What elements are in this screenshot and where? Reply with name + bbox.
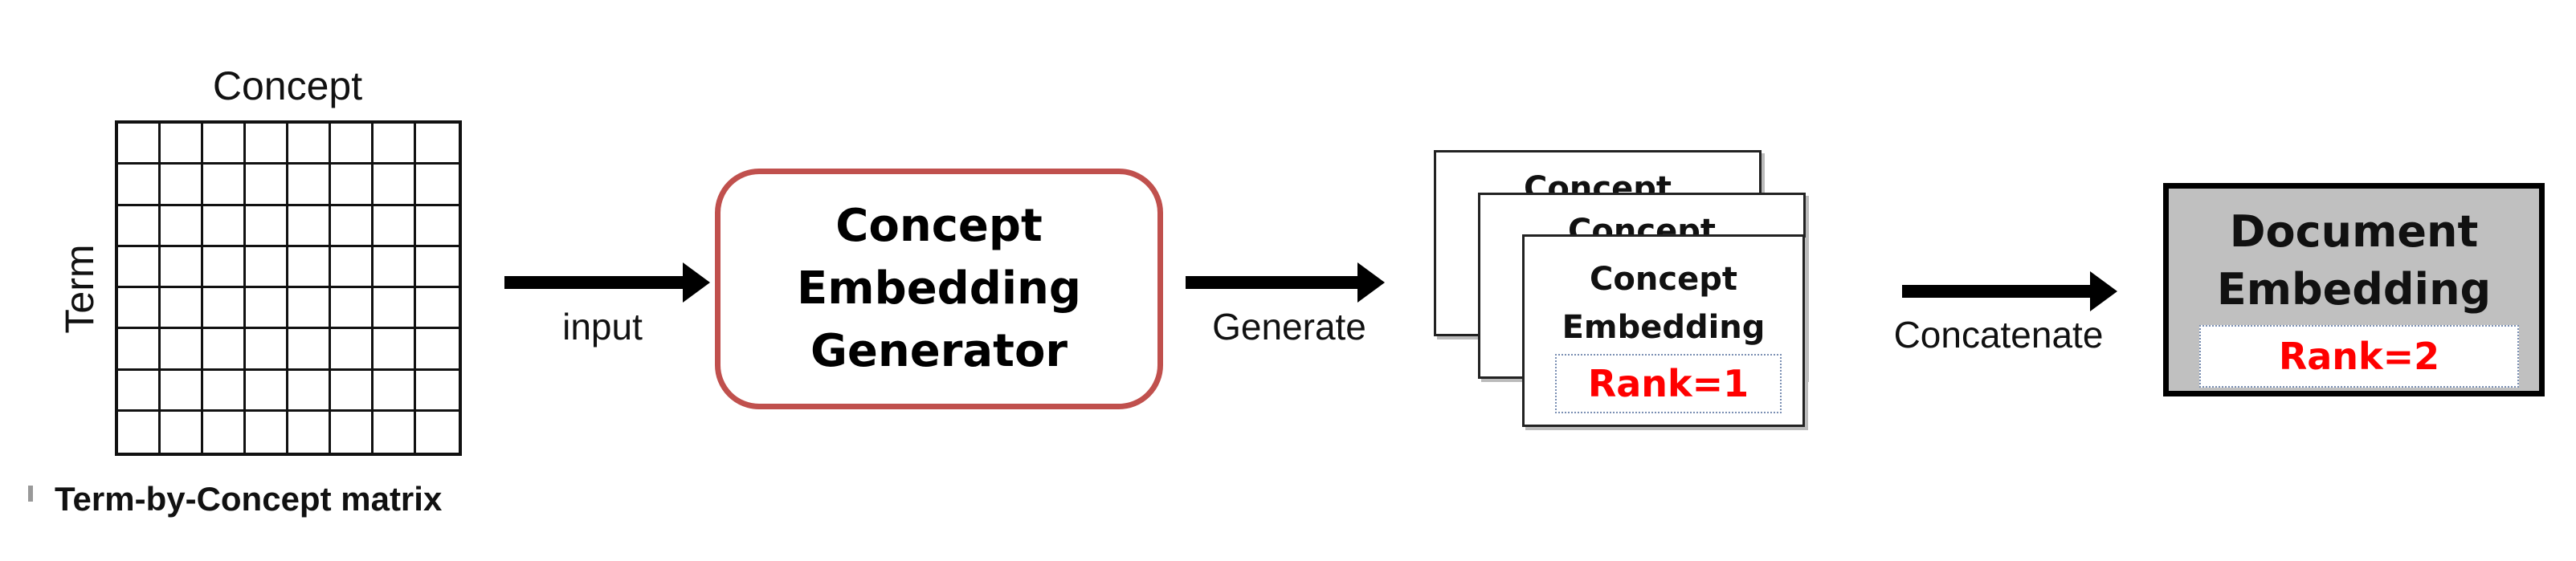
matrix-cell: [203, 329, 246, 371]
matrix-cell: [118, 165, 161, 206]
matrix-cell: [246, 246, 288, 288]
matrix-cell: [331, 370, 374, 412]
matrix-cell: [161, 329, 203, 371]
matrix-cell: [118, 288, 161, 330]
concept-embedding-title-2: Embedding: [1562, 309, 1766, 346]
document-embedding-box: Document Embedding Rank=2: [2163, 183, 2545, 396]
concept-embedding-title-1: Concept: [1590, 261, 1737, 298]
matrix-cell: [374, 370, 416, 412]
matrix-cell: [288, 411, 331, 453]
matrix-cell: [203, 205, 246, 247]
matrix-cell: [416, 329, 459, 371]
matrix-cell: [246, 411, 288, 453]
rank-2-label: Rank=2: [2199, 325, 2519, 388]
concatenate-label: Concatenate: [1893, 314, 2104, 356]
matrix-cell: [203, 124, 246, 165]
matrix-cell: [161, 246, 203, 288]
matrix-cell: [203, 246, 246, 288]
matrix-cell: [416, 288, 459, 330]
matrix-cell: [416, 206, 459, 247]
generator-line-1: Concept: [835, 200, 1043, 252]
matrix-cell: [416, 247, 459, 288]
matrix-cell: [203, 288, 246, 330]
matrix-cell: [118, 246, 161, 288]
matrix-cell: [118, 370, 161, 412]
matrix-cell: [246, 165, 288, 206]
matrix-cell: [416, 371, 459, 412]
matrix-cell: [288, 124, 331, 165]
matrix-cell: [246, 124, 288, 165]
matrix-cell: [288, 288, 331, 330]
matrix-cell: [331, 288, 374, 330]
matrix-cell: [416, 412, 459, 453]
matrix-cell: [288, 205, 331, 247]
matrix-cell: [288, 370, 331, 412]
matrix-cell: [374, 165, 416, 206]
matrix-cell: [288, 329, 331, 371]
concatenate-arrow: [1902, 271, 2117, 311]
matrix-cell: [331, 411, 374, 453]
matrix-cell: [246, 205, 288, 247]
matrix-cell: [161, 411, 203, 453]
rank-1-label: Rank=1: [1555, 354, 1782, 413]
matrix-cell: [288, 246, 331, 288]
matrix-caption: Term-by-Concept matrix: [55, 480, 443, 518]
matrix-cell: [331, 329, 374, 371]
matrix-row-label: Term: [57, 244, 102, 334]
matrix-cell: [246, 329, 288, 371]
matrix-cell: [331, 246, 374, 288]
caption-marker: [28, 486, 33, 502]
matrix-cell: [288, 165, 331, 206]
matrix-cell: [374, 205, 416, 247]
matrix-cell: [118, 411, 161, 453]
matrix-cell: [374, 246, 416, 288]
matrix-cell: [416, 165, 459, 206]
matrix-cell: [118, 329, 161, 371]
concept-embedding-card-front: Concept Embedding Rank=1: [1522, 234, 1805, 427]
document-embedding-title-1: Document: [2229, 206, 2479, 257]
document-embedding-title-2: Embedding: [2216, 264, 2492, 315]
matrix-cell: [161, 370, 203, 412]
matrix-cell: [161, 124, 203, 165]
matrix-cell: [203, 411, 246, 453]
matrix-cell: [331, 165, 374, 206]
matrix-cell: [161, 205, 203, 247]
generator-line-3: Generator: [810, 325, 1068, 377]
matrix-cell: [161, 288, 203, 330]
concept-embedding-generator: Concept Embedding Generator: [715, 169, 1163, 409]
matrix-cell: [374, 329, 416, 371]
generator-line-2: Embedding: [797, 262, 1081, 315]
matrix-cell: [161, 165, 203, 206]
matrix-cell: [374, 411, 416, 453]
matrix-cell: [331, 124, 374, 165]
matrix-cell: [118, 124, 161, 165]
matrix-cell: [203, 370, 246, 412]
matrix-cell: [331, 205, 374, 247]
generate-label: Generate: [1212, 306, 1366, 348]
matrix-column-label: Concept: [212, 63, 363, 108]
matrix-cell: [203, 165, 246, 206]
matrix-cell: [416, 124, 459, 165]
matrix-cell: [374, 124, 416, 165]
matrix-cell: [118, 205, 161, 247]
matrix-cell: [374, 288, 416, 330]
term-by-concept-matrix: [115, 120, 462, 456]
input-label: input: [562, 306, 643, 348]
matrix-cell: [246, 288, 288, 330]
generate-arrow: [1186, 262, 1385, 303]
input-arrow: [504, 262, 710, 303]
matrix-cell: [246, 370, 288, 412]
